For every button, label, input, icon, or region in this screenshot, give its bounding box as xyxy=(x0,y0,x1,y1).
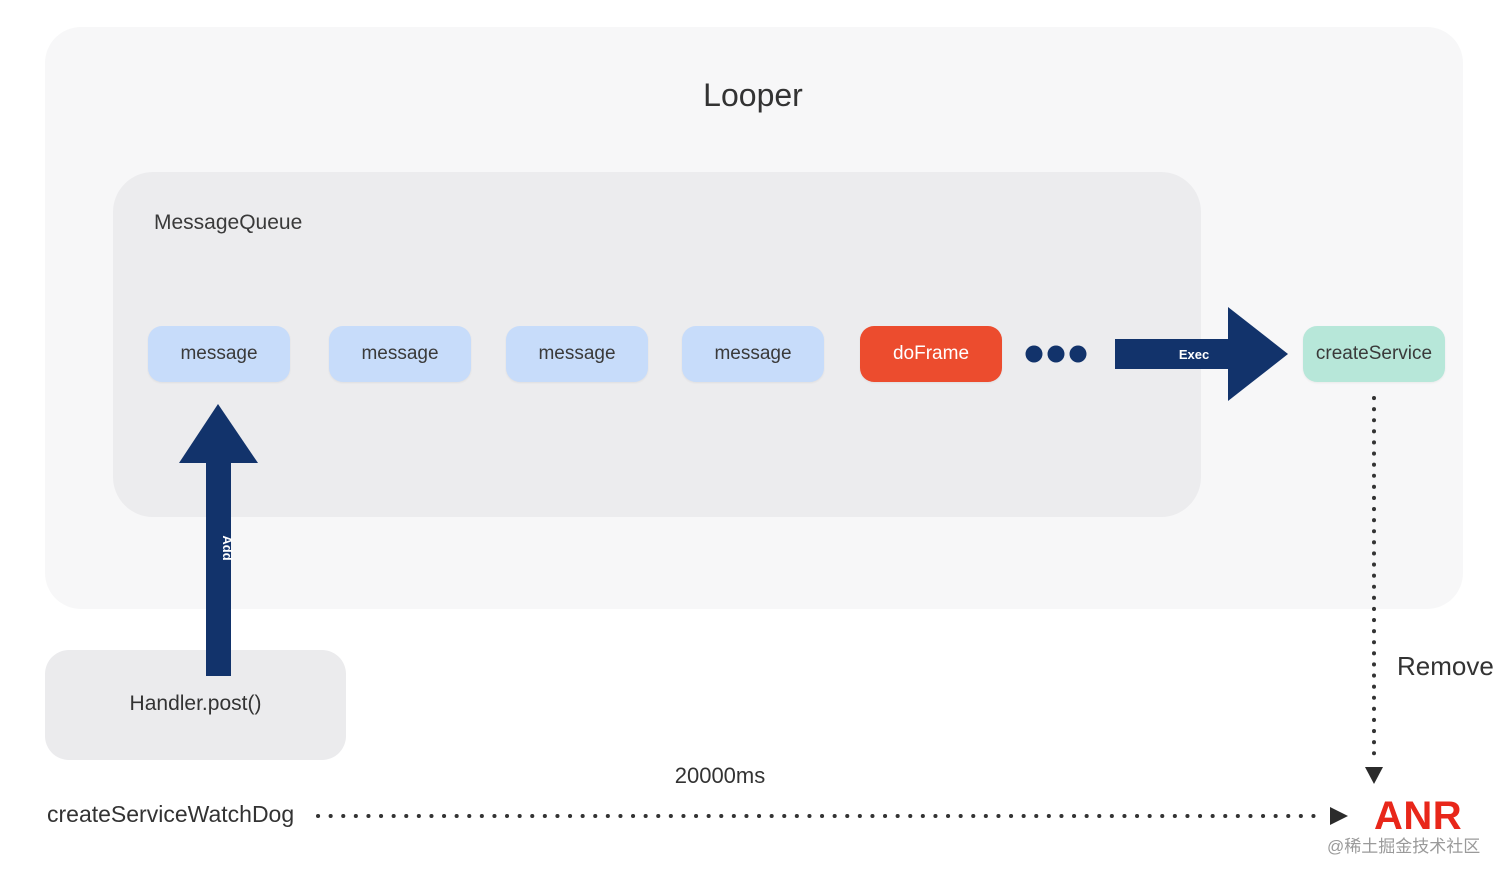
watchdog-connector xyxy=(316,807,1348,825)
add-arrow-label: Add xyxy=(220,535,235,560)
message-queue-panel xyxy=(113,172,1201,517)
message-node-1: message xyxy=(148,326,290,382)
handler-label: Handler.post() xyxy=(129,692,262,715)
anr-label: ANR xyxy=(1374,794,1463,838)
looper-title: Looper xyxy=(703,77,803,113)
watermark-text: @稀土掘金技术社区 xyxy=(1327,837,1481,856)
message-node-2: message xyxy=(329,326,471,382)
arrow-right-icon xyxy=(1330,807,1348,825)
handler-box xyxy=(45,650,346,760)
watchdog-label: createServiceWatchDog xyxy=(47,801,295,827)
exec-arrow: Exec xyxy=(1115,307,1288,401)
remove-label: Remove xyxy=(1397,651,1494,681)
exec-arrow-label: Exec xyxy=(1179,347,1209,362)
timeout-label: 20000ms xyxy=(674,763,766,788)
doframe-node: doFrame xyxy=(860,326,1002,382)
message-node-4: message xyxy=(682,326,824,382)
message-queue-title: MessageQueue xyxy=(154,211,303,234)
add-arrow: Add xyxy=(179,404,258,676)
remove-connector xyxy=(1365,396,1383,784)
create-service-node: createService xyxy=(1303,326,1445,382)
arrow-down-icon xyxy=(1365,767,1383,784)
message-node-3: message xyxy=(506,326,648,382)
ellipsis-icon xyxy=(1025,345,1087,363)
